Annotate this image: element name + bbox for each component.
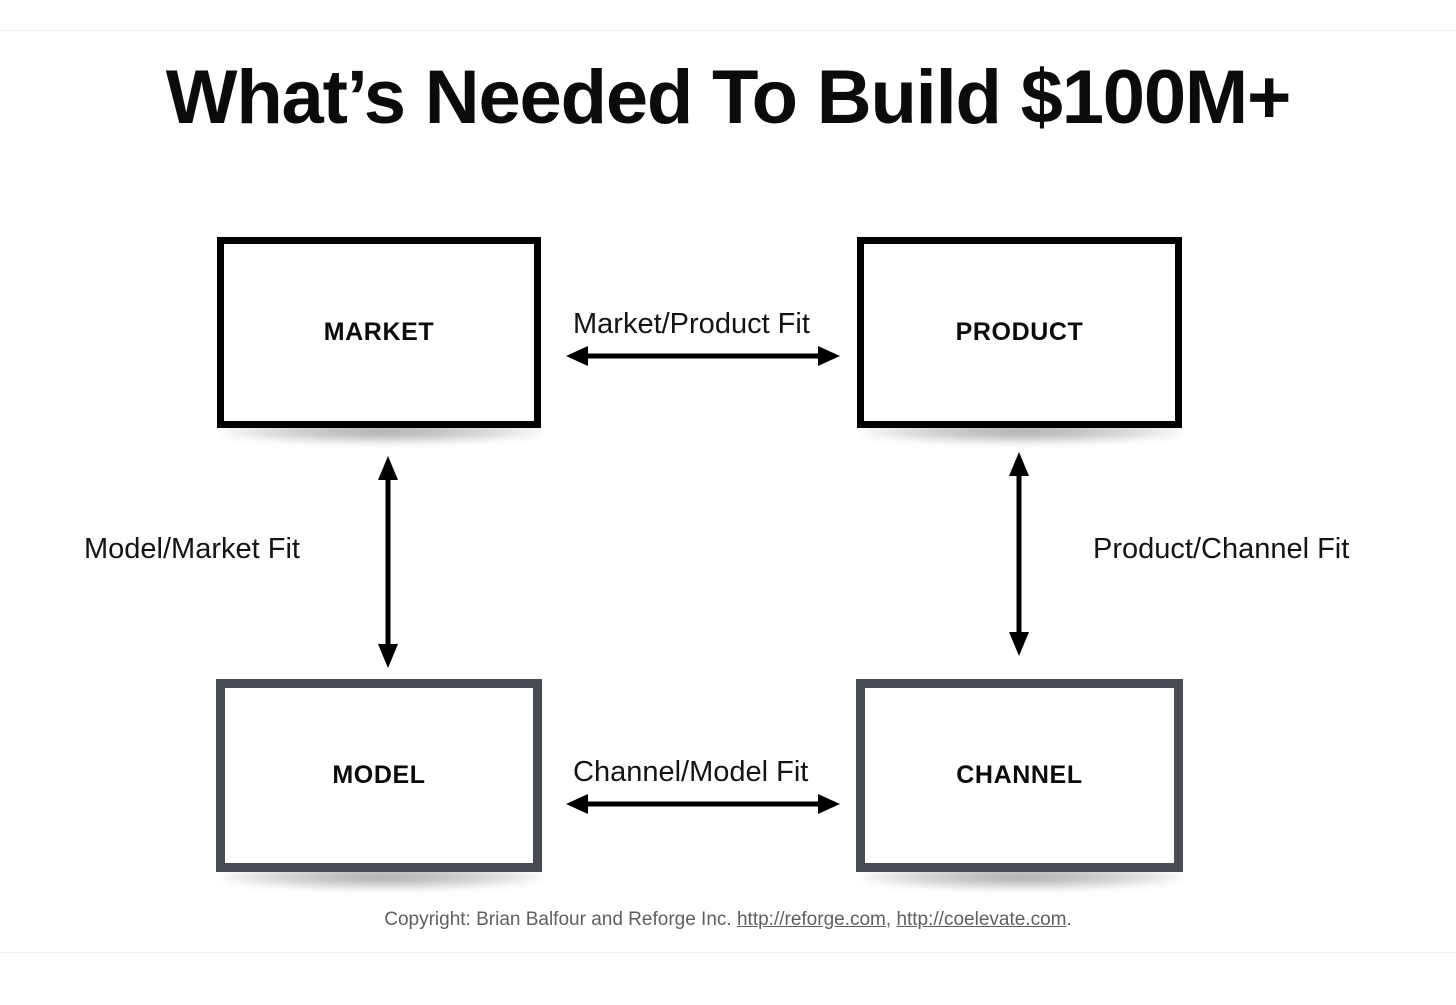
- double-arrow-vertical-product-channel: [1009, 452, 1029, 656]
- footer-separator: ,: [885, 909, 897, 930]
- footer-link-reforge[interactable]: http://reforge.com: [736, 909, 886, 930]
- node-product[interactable]: PRODUCT: [857, 237, 1182, 428]
- double-arrow-vertical-model-market: [378, 456, 398, 668]
- node-market[interactable]: MARKET: [217, 237, 541, 428]
- slide-top-divider: [0, 30, 1456, 31]
- node-product-label: PRODUCT: [955, 318, 1084, 346]
- footer-suffix: .: [1066, 909, 1072, 930]
- footer-copyright: Copyright: Brian Balfour and Reforge Inc…: [0, 907, 1456, 933]
- connection-label-market-product: Market/Product Fit: [573, 308, 810, 340]
- node-channel-label: CHANNEL: [956, 761, 1083, 789]
- node-model-label: MODEL: [332, 761, 426, 789]
- slide-bottom-divider: [0, 952, 1456, 953]
- double-arrow-horizontal-model-channel: [566, 794, 840, 814]
- footer-link-coelevate[interactable]: http://coelevate.com: [896, 909, 1067, 930]
- connection-label-channel-model: Channel/Model Fit: [573, 756, 809, 788]
- node-model[interactable]: MODEL: [216, 679, 542, 872]
- connection-label-model-market: Model/Market Fit: [84, 533, 300, 565]
- footer-copyright-prefix: Copyright: Brian Balfour and Reforge Inc…: [384, 909, 737, 930]
- slide-title: What’s Needed To Build $100M+: [165, 55, 1292, 140]
- node-market-label: MARKET: [323, 318, 435, 346]
- double-arrow-horizontal-market-product: [566, 346, 840, 366]
- connection-label-product-channel: Product/Channel Fit: [1093, 533, 1350, 565]
- node-channel[interactable]: CHANNEL: [856, 679, 1183, 872]
